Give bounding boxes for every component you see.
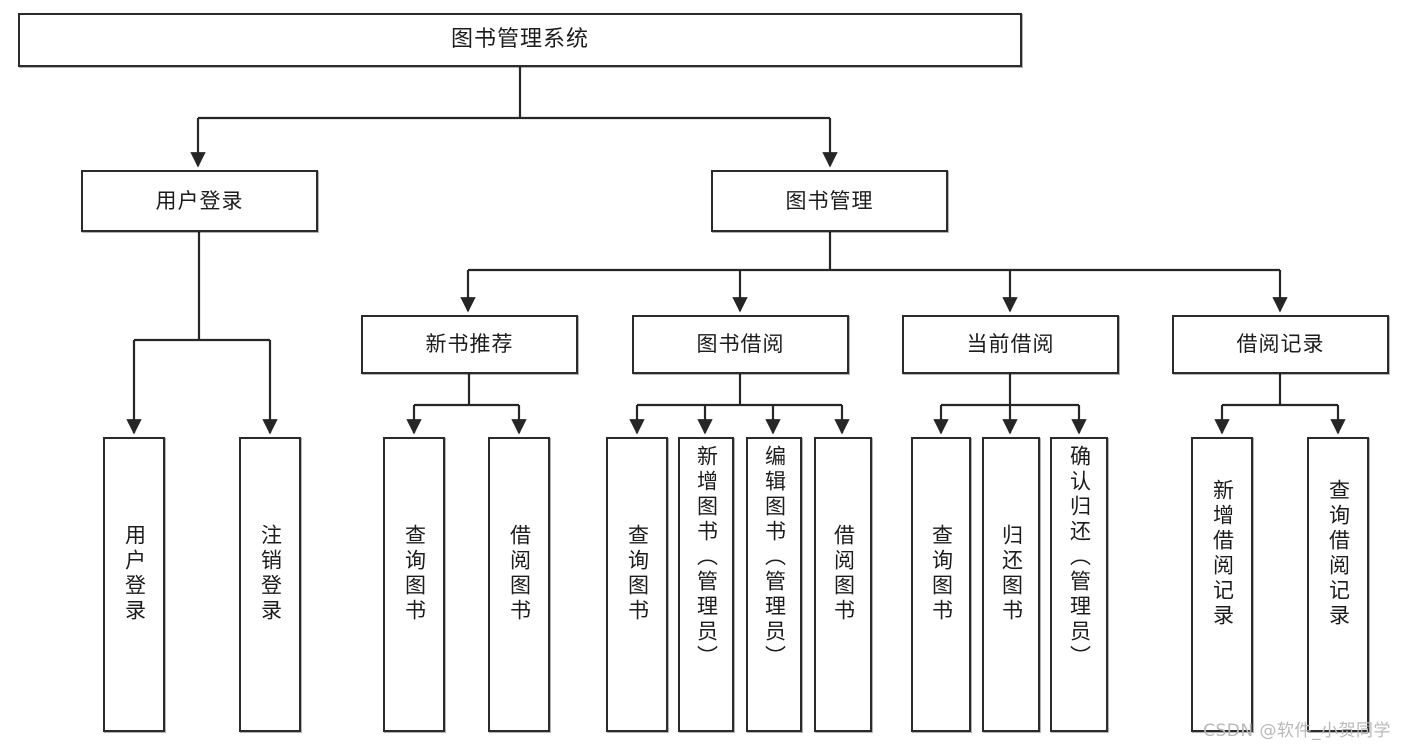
node-borrow-record-label: 借阅记录 bbox=[1236, 332, 1325, 357]
node-leaf-query-book-3[interactable]: 查询图书 bbox=[911, 437, 971, 732]
node-leaf-edit-book-label: 编辑图书（管理员） bbox=[762, 445, 787, 670]
node-leaf-return-book[interactable]: 归还图书 bbox=[982, 437, 1040, 732]
node-leaf-user-login-label: 用户登录 bbox=[122, 524, 147, 624]
node-user-login-label: 用户登录 bbox=[155, 188, 244, 213]
node-leaf-user-logout-label: 注销登录 bbox=[258, 524, 283, 624]
node-leaf-borrow-book-2[interactable]: 借阅图书 bbox=[814, 437, 872, 732]
node-book-borrow-label: 图书借阅 bbox=[696, 332, 785, 357]
node-current-borrow-label: 当前借阅 bbox=[966, 332, 1055, 357]
node-current-borrow[interactable]: 当前借阅 bbox=[902, 315, 1119, 374]
node-leaf-user-logout[interactable]: 注销登录 bbox=[239, 437, 301, 732]
node-leaf-return-book-label: 归还图书 bbox=[999, 524, 1024, 624]
node-book-management[interactable]: 图书管理 bbox=[711, 170, 948, 232]
node-book-management-label: 图书管理 bbox=[785, 188, 874, 213]
node-leaf-user-login[interactable]: 用户登录 bbox=[103, 437, 165, 732]
watermark-text: CSDN @软件_小贺同学 bbox=[1203, 721, 1391, 741]
node-borrow-record[interactable]: 借阅记录 bbox=[1172, 315, 1389, 374]
node-leaf-borrow-book-2-label: 借阅图书 bbox=[831, 524, 856, 624]
node-new-book-recommend[interactable]: 新书推荐 bbox=[361, 315, 578, 374]
node-book-borrow[interactable]: 图书借阅 bbox=[632, 315, 849, 374]
node-new-book-recommend-label: 新书推荐 bbox=[425, 332, 514, 357]
node-leaf-add-book-label: 新增图书（管理员） bbox=[694, 445, 719, 670]
node-root[interactable]: 图书管理系统 bbox=[18, 13, 1022, 67]
node-leaf-confirm-return-label: 确认归还（管理员） bbox=[1067, 445, 1092, 670]
node-leaf-query-record-label: 查询借阅记录 bbox=[1326, 479, 1351, 629]
node-leaf-borrow-book-1-label: 借阅图书 bbox=[507, 524, 532, 624]
node-leaf-query-book-1-label: 查询图书 bbox=[402, 524, 427, 624]
node-root-label: 图书管理系统 bbox=[450, 27, 589, 53]
node-leaf-add-record-label: 新增借阅记录 bbox=[1210, 479, 1235, 629]
node-leaf-edit-book[interactable]: 编辑图书（管理员） bbox=[746, 437, 802, 732]
node-leaf-query-book-1[interactable]: 查询图书 bbox=[383, 437, 445, 732]
node-leaf-query-record[interactable]: 查询借阅记录 bbox=[1307, 437, 1369, 732]
node-leaf-query-book-2[interactable]: 查询图书 bbox=[606, 437, 668, 732]
node-leaf-query-book-3-label: 查询图书 bbox=[929, 524, 954, 624]
node-leaf-borrow-book-1[interactable]: 借阅图书 bbox=[488, 437, 550, 732]
node-leaf-query-book-2-label: 查询图书 bbox=[625, 524, 650, 624]
node-leaf-add-record[interactable]: 新增借阅记录 bbox=[1191, 437, 1253, 732]
node-leaf-add-book[interactable]: 新增图书（管理员） bbox=[678, 437, 734, 732]
node-leaf-confirm-return[interactable]: 确认归还（管理员） bbox=[1050, 437, 1108, 732]
node-user-login[interactable]: 用户登录 bbox=[81, 170, 318, 232]
